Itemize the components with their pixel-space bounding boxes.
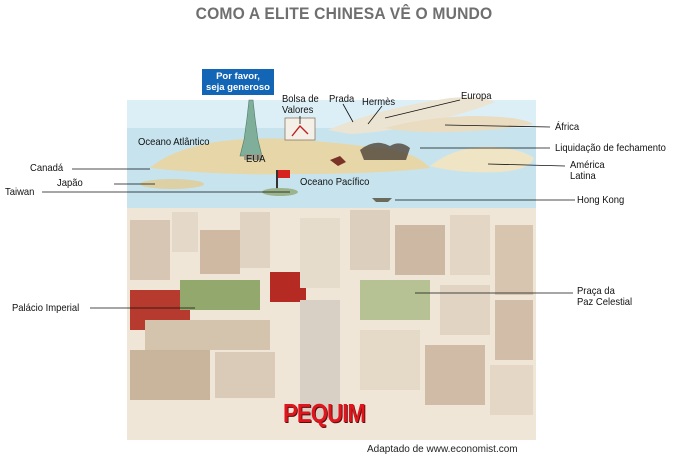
city-blocks [130, 210, 533, 420]
shopping-crowd [360, 142, 410, 160]
label-bolsa-de-valores: Bolsa de Valores [282, 94, 319, 116]
label-bolsa-line-1: Bolsa de [282, 93, 319, 105]
label-america-latina: América Latina [570, 160, 605, 182]
label-palacio-imperial: Palácio Imperial [12, 302, 80, 314]
label-america-latina-line-2: Latina [570, 170, 596, 182]
label-praca-line-2: Paz Celestial [577, 296, 633, 308]
label-hong-kong: Hong Kong [577, 194, 625, 206]
source-credit: Adaptado de www.economist.com [367, 444, 518, 455]
latin-america-land [430, 146, 534, 173]
japan-island [140, 179, 204, 189]
label-america-latina-line-1: América [570, 159, 605, 171]
label-prada: Prada [329, 93, 355, 105]
label-praca-line-1: Praça da [577, 285, 615, 297]
label-liquidacao: Liquidação de fechamento [555, 142, 666, 154]
label-oceano-pacifico: Oceano Pacífico [300, 176, 370, 188]
china-flag [278, 170, 290, 178]
africa-land [385, 116, 533, 133]
label-africa: África [555, 121, 580, 133]
label-praca-paz-celestial: Praça da Paz Celestial [577, 286, 632, 308]
label-bolsa-line-2: Valores [282, 104, 314, 116]
hong-kong-boat [372, 198, 392, 202]
label-oceano-atlantico: Oceano Atlântico [138, 136, 210, 148]
please-be-generous-sign: Por favor, seja generoso [202, 69, 274, 95]
city-label-pequim: PEQUIM [283, 398, 366, 428]
label-taiwan: Taiwan [5, 186, 35, 198]
europe-land [328, 97, 495, 134]
sign-line-2: seja generoso [206, 82, 270, 93]
label-japao: Japão [57, 177, 83, 189]
flagpole [276, 170, 278, 190]
usa-land [150, 138, 430, 175]
label-europa: Europa [461, 90, 492, 102]
page-title: COMO A ELITE CHINESA VÊ O MUNDO [195, 4, 493, 23]
sign-line-1: Por favor, [216, 71, 260, 82]
label-eua: EUA [246, 153, 266, 165]
label-canada: Canadá [30, 162, 64, 174]
label-hermes: Hermès [362, 96, 396, 108]
